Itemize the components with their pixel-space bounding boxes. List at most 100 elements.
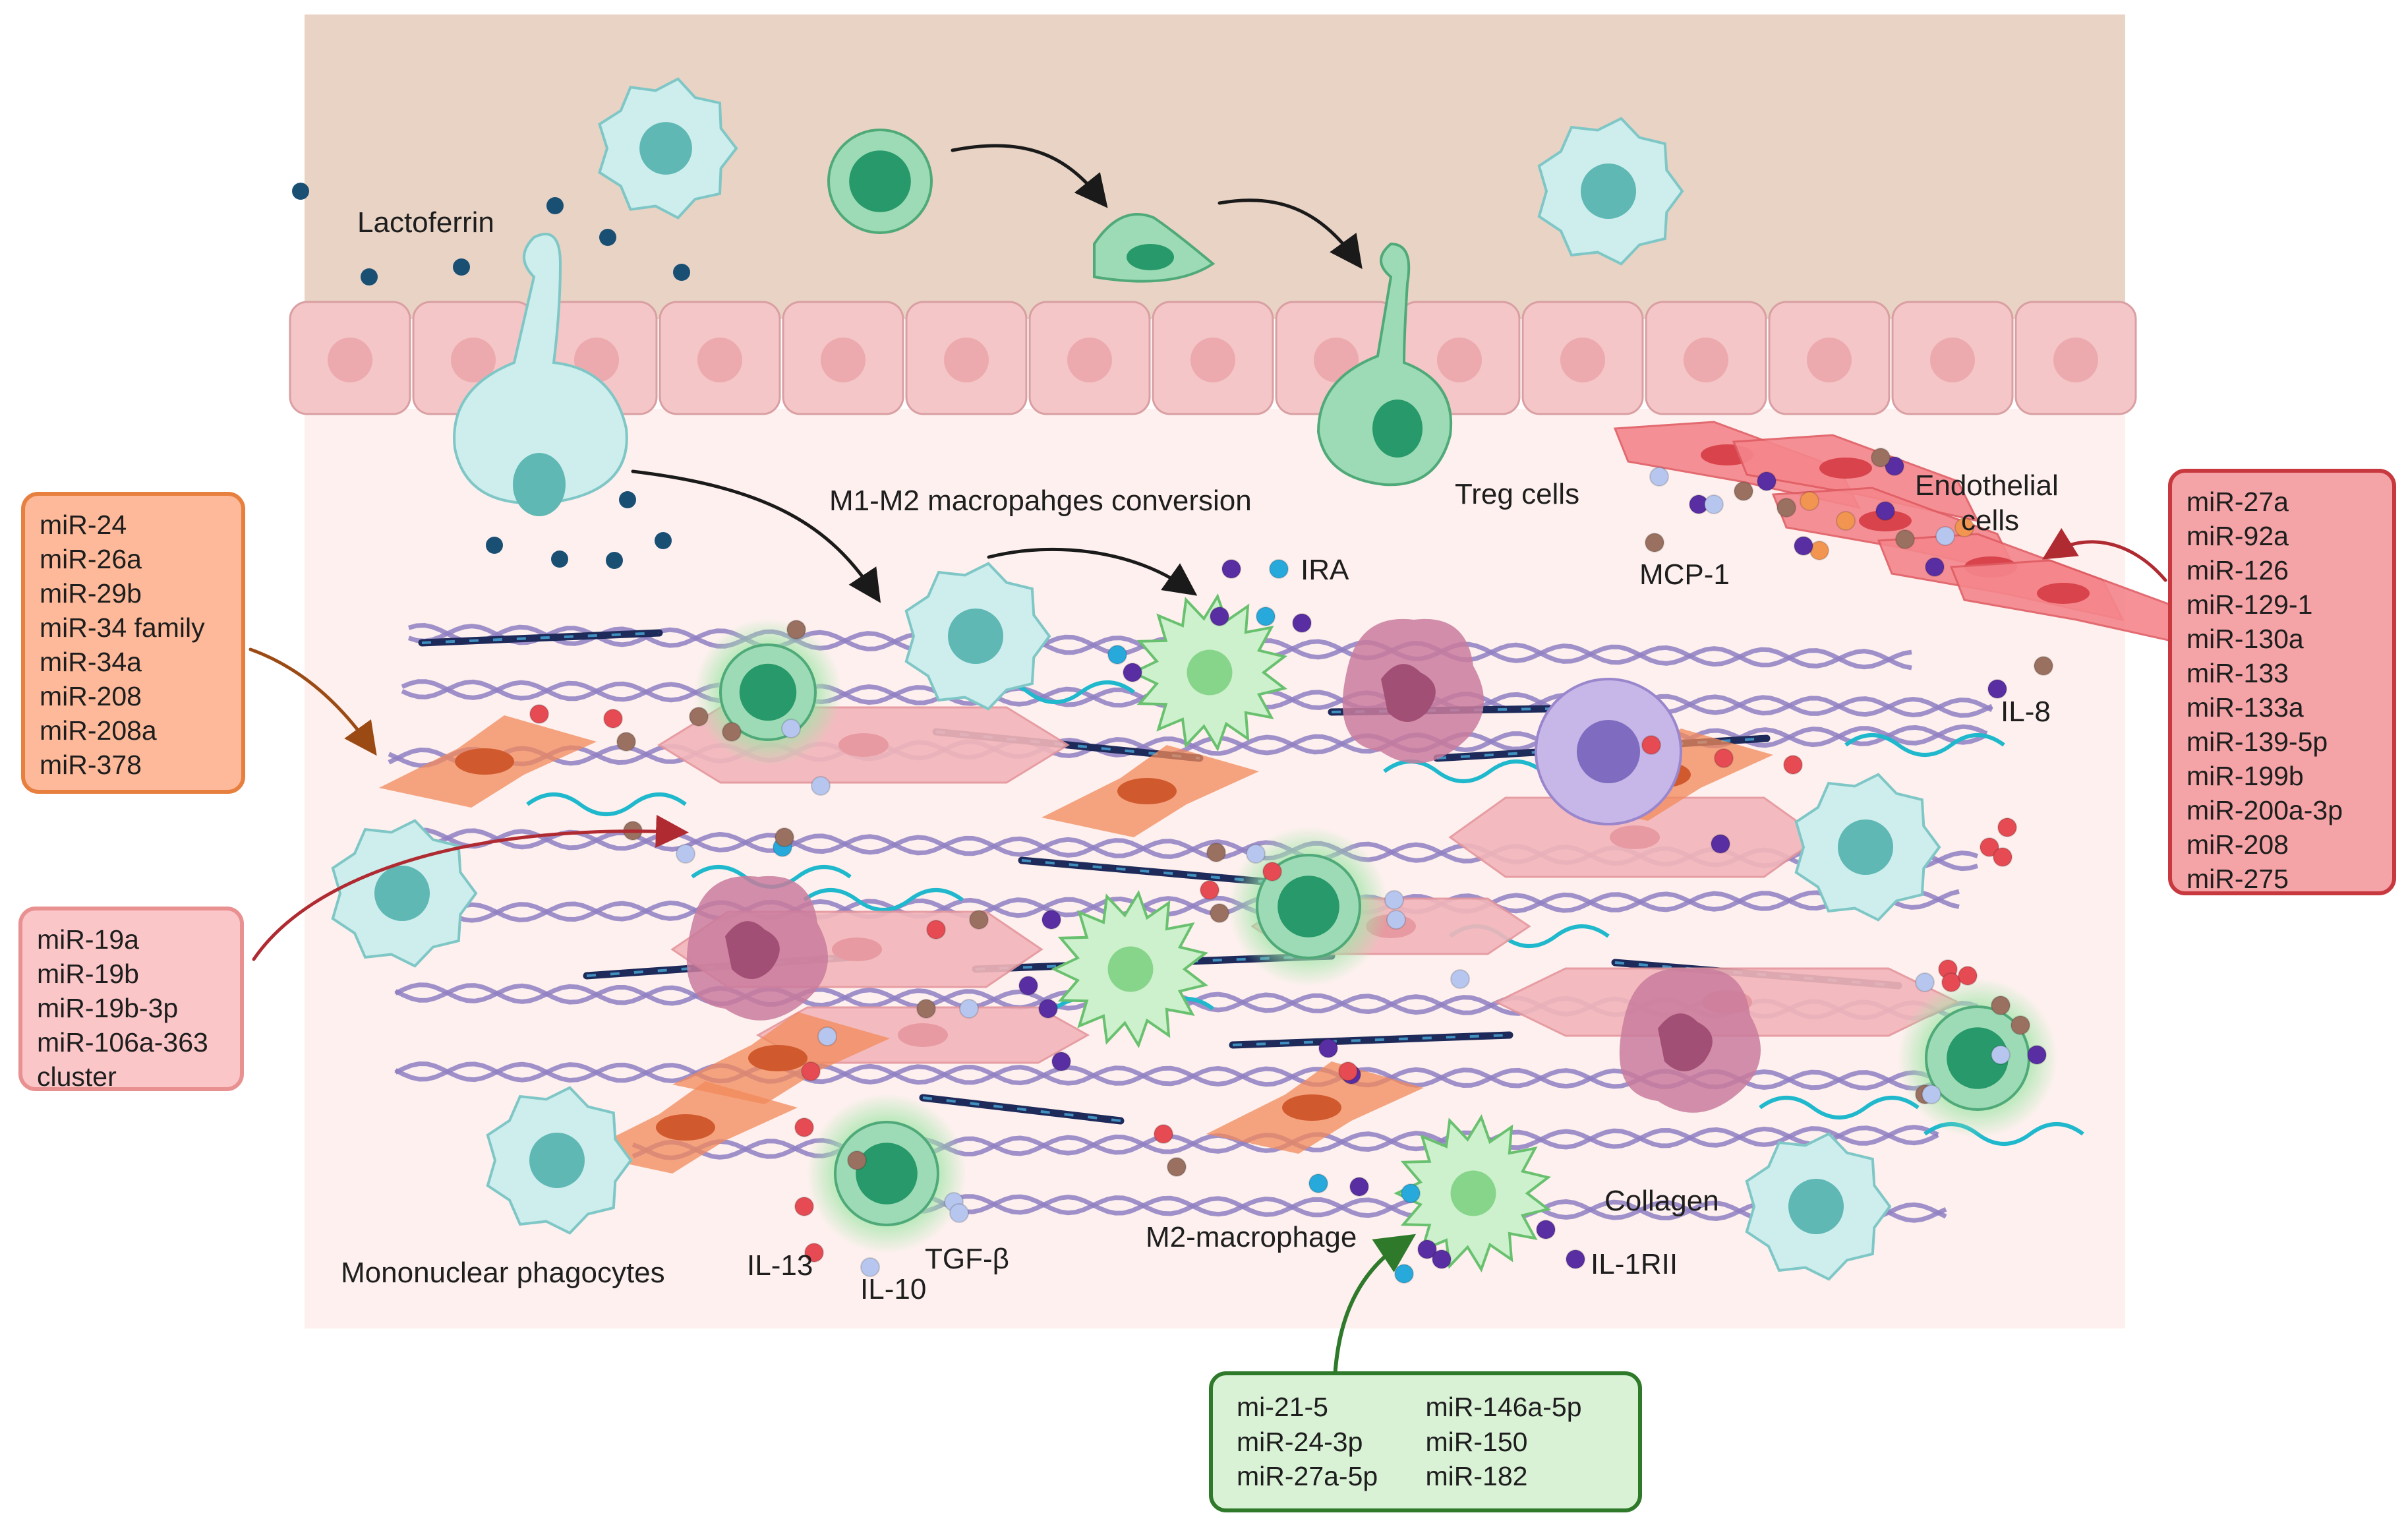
endothelial-cell-nucleus xyxy=(1819,458,1872,479)
fibroblast-nucleus xyxy=(748,1045,808,1071)
mrna-strand xyxy=(1844,733,2005,757)
cardiomyocyte-nucleus xyxy=(832,938,882,961)
mirna-item: miR-133 xyxy=(2187,658,2289,688)
cytokine-dot xyxy=(1210,607,1229,626)
cytokine-dot xyxy=(676,844,695,864)
cytokine-dot xyxy=(1269,559,1289,579)
mirna-item: miR-19b-3p xyxy=(37,993,179,1023)
cytokine-dot xyxy=(1800,491,1819,511)
immune-cells xyxy=(331,77,2057,1281)
mirna-item: miR-208 xyxy=(40,681,142,711)
lactoferrin-dot xyxy=(619,491,636,508)
cardiomyocyte-nucleus xyxy=(1610,825,1660,849)
mirna-item: miR-34 family xyxy=(40,612,205,643)
lactoferrin-dot xyxy=(655,532,672,549)
cytokine-dot xyxy=(1645,533,1664,552)
cytokine-dot xyxy=(1704,494,1724,514)
cytokine-dot xyxy=(926,920,946,939)
m2-nucleus xyxy=(1450,1170,1496,1216)
cytokine-dot xyxy=(1432,1249,1452,1269)
fibroblast-nucleus xyxy=(455,748,514,775)
label-lactoferrin: Lactoferrin xyxy=(357,206,494,239)
label-collagen: Collagen xyxy=(1604,1185,1719,1217)
endothelial-nucleus xyxy=(1560,338,1605,382)
cytokine-dot xyxy=(1641,735,1661,755)
cytokine-dot xyxy=(1256,607,1276,626)
collagen-strand xyxy=(388,725,1988,767)
cytokine-dot xyxy=(1318,1038,1338,1058)
mirna-box-endothelial: miR-27a miR-92a miR-126 miR-129-1 miR-13… xyxy=(2168,469,2396,895)
endothelial-nucleus xyxy=(451,338,496,382)
cytokine-dot xyxy=(1042,910,1061,930)
cytokine-dot xyxy=(1915,972,1935,992)
endothelial-nucleus xyxy=(1684,338,1728,382)
cytokine-dot xyxy=(1895,529,1915,549)
neutrophil-nucleus xyxy=(1381,664,1436,722)
cytokine-dot xyxy=(775,827,794,847)
cytokine-dot xyxy=(1991,1045,2011,1065)
cytokine-dot xyxy=(1954,518,1974,537)
vessel-lumen xyxy=(305,15,2125,319)
arrow-treg-2 xyxy=(1218,198,1363,270)
macrophage-nucleus xyxy=(1788,1179,1844,1234)
migrating-monocyte-nucleus xyxy=(513,453,566,516)
cytokine-dot xyxy=(1993,847,2012,867)
lactoferrin-dot xyxy=(673,264,690,281)
cytokine-dot xyxy=(1783,755,1803,775)
cytokine-dot xyxy=(811,776,831,796)
label-tgf-beta: TGF-β xyxy=(925,1243,1009,1275)
endothelial-nucleus xyxy=(2053,338,2098,382)
endothelial-nucleus xyxy=(944,338,989,382)
mirna-item: miR-275 xyxy=(2187,864,2289,894)
monocyte-nucleus xyxy=(639,122,692,175)
collagen-fibril-highlight xyxy=(922,1096,1121,1122)
label-il13: IL-13 xyxy=(747,1249,813,1282)
granulocyte-nucleus xyxy=(1577,720,1640,783)
mirna-item: miR-92a xyxy=(2187,521,2289,551)
endothelial-cell-spindle xyxy=(1732,434,1980,523)
endothelial-nucleus xyxy=(821,338,866,382)
collagen-fibril xyxy=(1229,1031,1513,1049)
cytokine-dot xyxy=(1734,481,1753,501)
collagen-fibril-highlight xyxy=(1436,737,1767,760)
cytokine-dot xyxy=(794,1117,814,1137)
cytokine-dot xyxy=(2034,656,2053,676)
cytokine-dot xyxy=(1941,972,1961,992)
label-ira: IRA xyxy=(1301,554,1349,586)
mirna-item: miR-208 xyxy=(2187,829,2289,860)
lactoferrin-dot xyxy=(361,268,378,285)
cytokine-dot xyxy=(1338,1061,1358,1081)
monocyte-nucleus xyxy=(1581,164,1636,219)
mirna-item: miR-29b xyxy=(40,578,142,609)
cytokine-dot xyxy=(1292,613,1312,633)
mirna-item: miR-208a xyxy=(40,715,157,746)
cytokine-dot xyxy=(1777,498,1796,518)
m2-nucleus xyxy=(1107,946,1154,992)
mirna-item: miR-24 xyxy=(40,510,127,540)
m2-nucleus xyxy=(1187,649,1233,696)
mirna-item: miR-199b xyxy=(2187,761,2304,791)
label-il1rii: IL-1RII xyxy=(1591,1248,1678,1280)
cytokine-dot xyxy=(1018,976,1038,996)
treg-migrating-nucleus xyxy=(1127,244,1174,270)
endothelial-nucleus xyxy=(697,338,742,382)
treg-nucleus xyxy=(856,1143,918,1205)
cytokine-dot xyxy=(689,707,709,727)
migrating-monocyte xyxy=(453,233,628,505)
cytokine-dot xyxy=(1401,1183,1421,1203)
neutrophil-nucleus xyxy=(725,921,780,979)
mirna-item: miR-146a-5p xyxy=(1425,1392,1582,1422)
cytokine-dot xyxy=(1210,903,1229,923)
endothelial-nucleus xyxy=(1807,338,1852,382)
treg-nucleus xyxy=(849,150,911,212)
label-il8: IL-8 xyxy=(2001,696,2051,728)
cytokine-dot xyxy=(1107,645,1127,665)
cytokine-dot xyxy=(781,719,801,738)
cytokine-dot xyxy=(1123,663,1142,682)
lactoferrin-dot xyxy=(486,537,503,554)
treg-nucleus xyxy=(1947,1027,2009,1089)
cytokine-dot xyxy=(1349,1177,1369,1197)
lactoferrin-dot xyxy=(546,197,564,214)
treg-extravasating-nucleus xyxy=(1372,400,1423,458)
